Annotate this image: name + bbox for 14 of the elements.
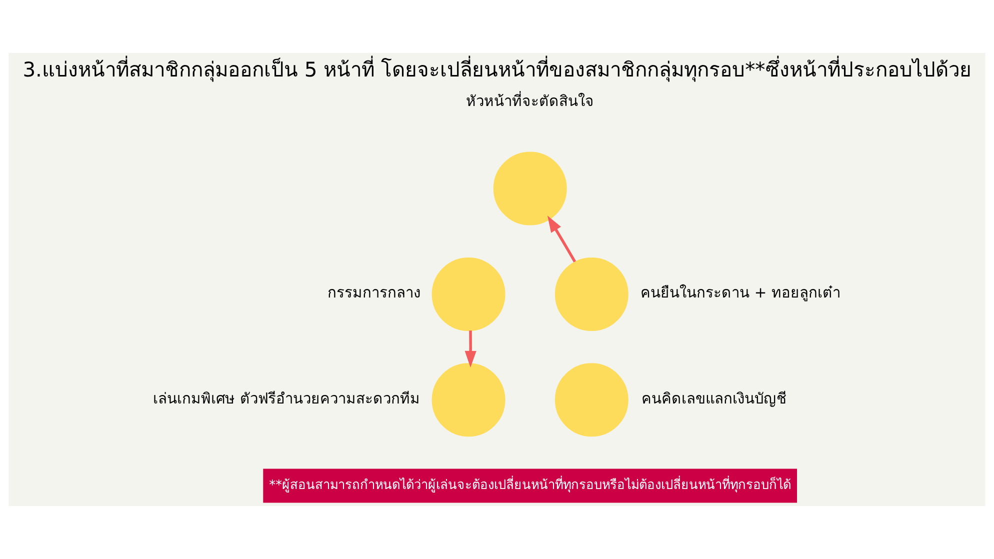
- node-circle: [432, 363, 506, 437]
- node-label: คนยืนในกระดาน + ทอยลูกเต๋า: [640, 284, 840, 302]
- node-label: คนคิดเลขแลกเงินบัญชี: [641, 390, 786, 408]
- node-label: เล่นเกมพิเศษ ตัวฟรีอำนวยความสะดวกทีม: [153, 390, 420, 408]
- arrow: [547, 216, 576, 262]
- node-label: กรรมการกลาง: [327, 284, 420, 302]
- caption: **ผู้สอนสามารถกำหนดได้ว่าผู้เล่นจะต้องเปลี่ยนหน้าที่ทุกรอบหรือไม่ต้องเปลี่ยนหน้าที่ทุกรอบก็ได้: [269, 478, 792, 494]
- diagram-title: 3.แบ่งหน้าที่สมาชิกกลุ่มออกเป็น 5 หน้าที่ โดยจะเปลี่ยนหน้าที่ของสมาชิกกลุ่มทุกรอบ**ซึ่งหน้าที่ประกอบไปด้วย: [22, 58, 972, 82]
- node-circle: [432, 257, 506, 331]
- node-circle: [554, 257, 628, 331]
- arrow: [464, 330, 476, 368]
- node-circle: [493, 152, 567, 226]
- node-circle: [554, 363, 628, 437]
- node-label: หัวหน้าที่จะตัดสินใจ: [466, 93, 594, 110]
